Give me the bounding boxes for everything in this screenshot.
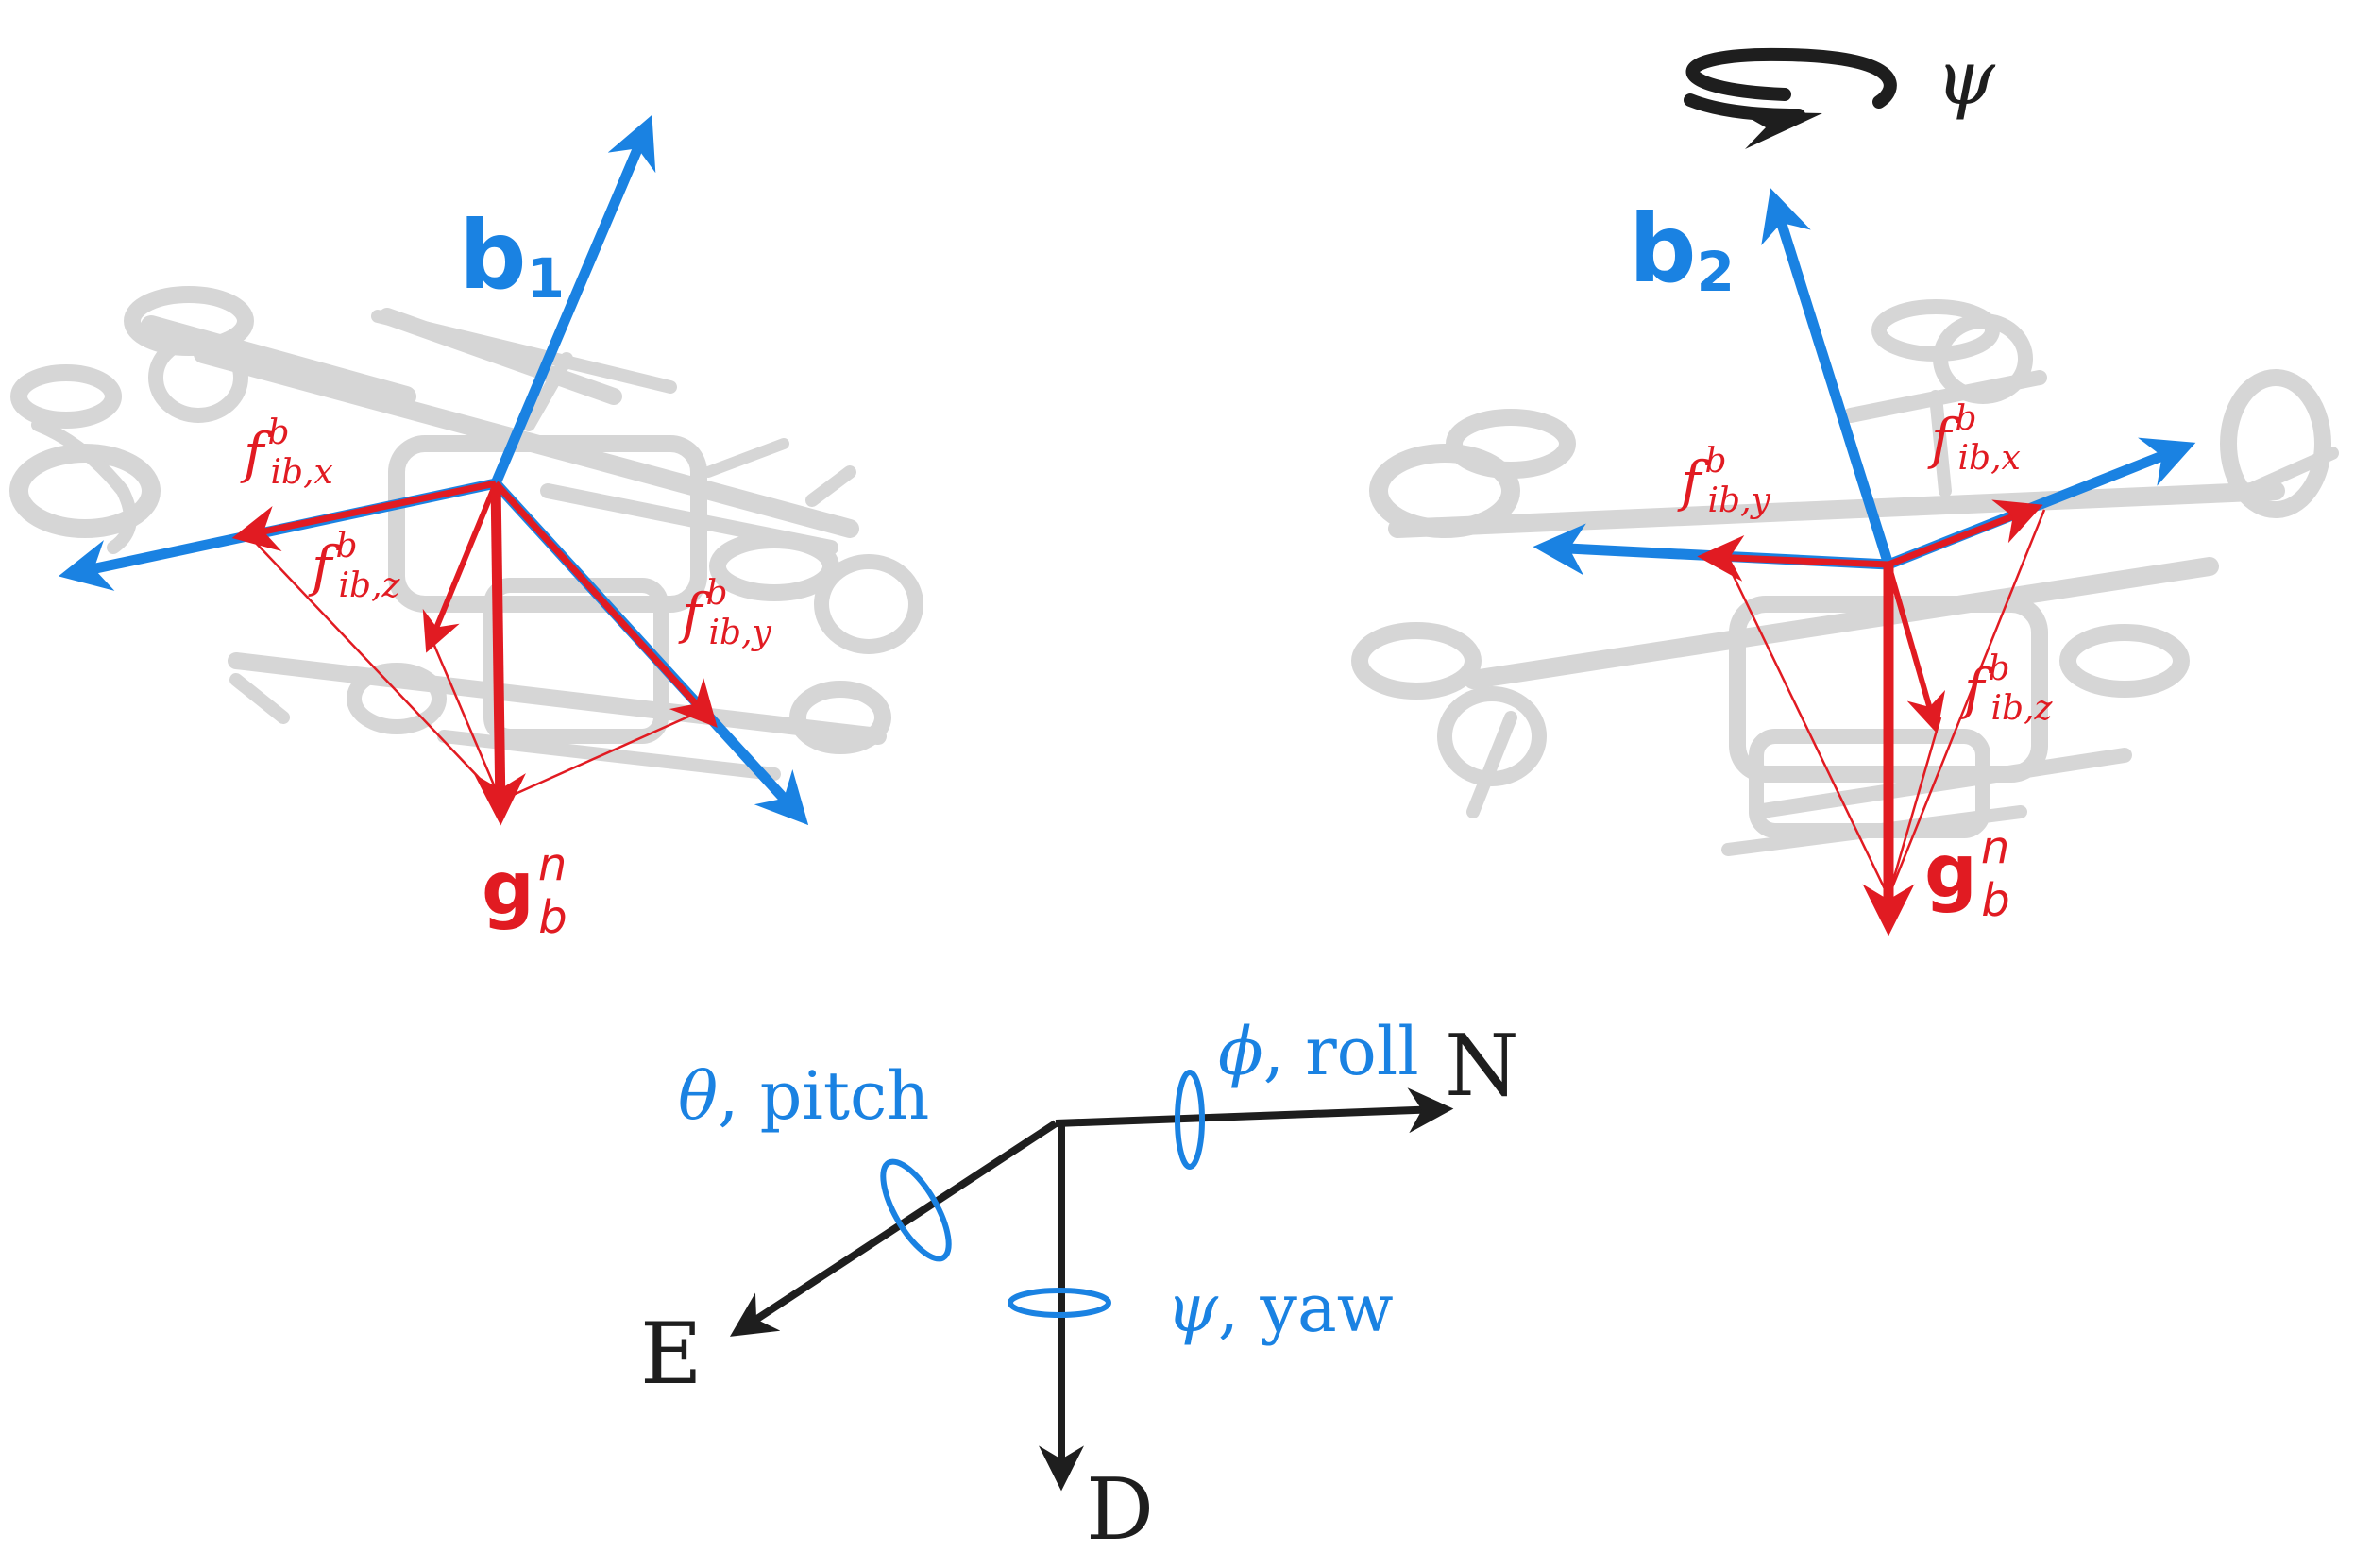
right-psi-label: ψ	[1936, 34, 1996, 122]
right-force-x-arrow	[1887, 499, 2043, 568]
right-construction-line-2	[1887, 509, 2046, 898]
left-gravity-arrow	[473, 482, 526, 826]
north-label: N	[1445, 1017, 1519, 1116]
right-construction-line-3	[1887, 717, 1942, 898]
pitch-rotation-icon	[880, 1158, 952, 1262]
left-force-z-arrow	[422, 481, 499, 653]
right-construction-line-1	[1726, 564, 1890, 898]
pitch-label: θ, pitch	[678, 1057, 929, 1135]
right-body-up-axis	[1761, 188, 1894, 566]
yaw-rotation-icon	[1008, 1288, 1111, 1318]
left-force-x-arrow	[231, 480, 497, 552]
ned-frame: N E D ϕ, roll θ, pitch ψ, yaw	[640, 1013, 1519, 1560]
left-construction-line-1	[252, 539, 501, 801]
right-force-z-arrow	[1886, 564, 1946, 734]
left-construction-line-2	[500, 708, 704, 802]
yaw-label: ψ, yaw	[1166, 1270, 1394, 1347]
left-body-up-axis	[490, 114, 656, 486]
yaw-rotation-arrow	[1684, 47, 1897, 149]
roll-rotation-icon	[1175, 1070, 1205, 1170]
left-b1-label: b1	[459, 200, 565, 311]
roll-label: ϕ, roll	[1218, 1013, 1419, 1090]
right-b2-label: b2	[1629, 194, 1735, 304]
right-force-y-arrow	[1697, 534, 1889, 582]
left-force-y-arrow	[493, 481, 718, 728]
down-label: D	[1086, 1460, 1154, 1560]
left-drone-illustration	[9, 286, 923, 781]
left-construction-line-3	[428, 633, 502, 801]
right-drone-illustration	[1351, 299, 2339, 856]
east-label: E	[640, 1305, 703, 1404]
north-axis	[1055, 1087, 1454, 1134]
